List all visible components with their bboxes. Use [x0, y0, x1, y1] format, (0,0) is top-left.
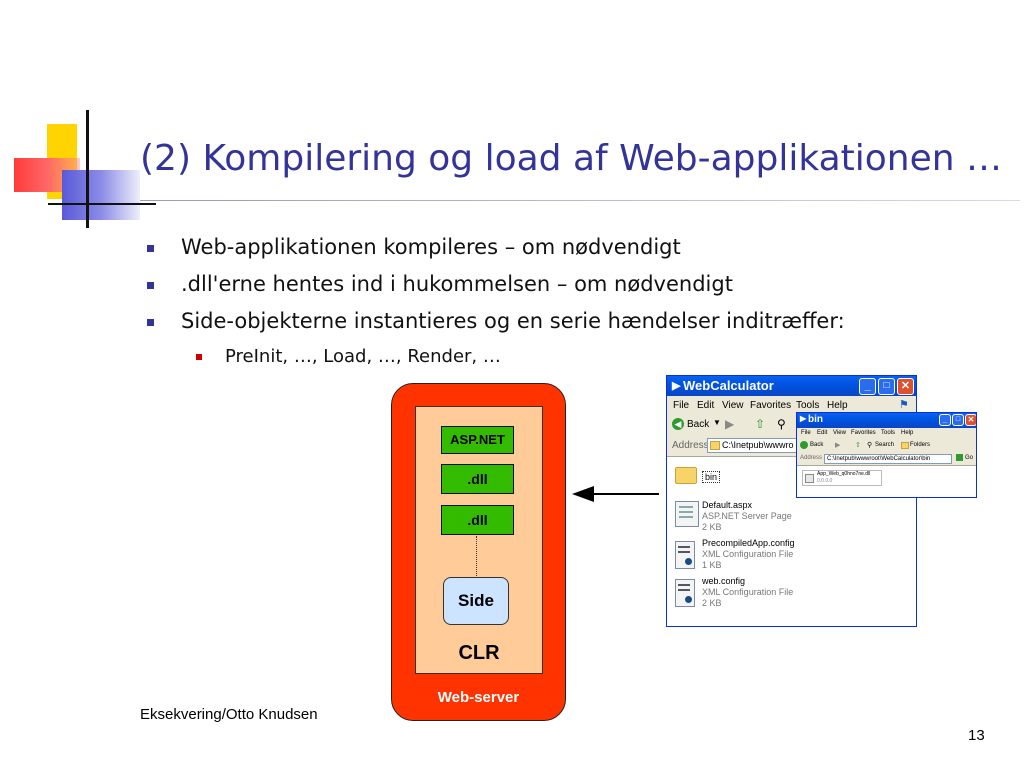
file-name: App_Web_q0hno7ne.dll — [817, 471, 871, 477]
address-label: Address — [672, 440, 709, 451]
menu-favorites[interactable]: Favorites — [750, 400, 792, 411]
menu-edit[interactable]: Edit — [697, 400, 715, 411]
up-folder-icon[interactable]: ⇧ — [755, 417, 766, 431]
side-component: Side — [443, 577, 509, 625]
folders-button[interactable]: Folders — [910, 442, 931, 448]
file-name[interactable]: Default.aspx — [702, 500, 753, 510]
page-number: 13 — [968, 727, 985, 744]
go-arrow-icon[interactable] — [956, 454, 963, 461]
footer-author: Eksekvering/Otto Knudsen — [140, 706, 318, 723]
toolbar: ◀ Back ▼ ▶ ⇧ ⚲ — [667, 417, 916, 438]
menu-tools[interactable]: Tools — [881, 430, 896, 436]
window-title: WebCalculator — [683, 378, 774, 393]
aspnet-component: ASP.NET — [441, 426, 514, 454]
dll-component: .dll — [441, 505, 514, 535]
file-name-bin[interactable]: bin — [702, 471, 721, 483]
close-button[interactable]: ✕ — [897, 378, 914, 395]
bullet-square-icon — [147, 319, 154, 326]
address-label: Address — [800, 455, 823, 461]
back-button[interactable]: Back — [810, 442, 824, 448]
search-icon[interactable]: ⚲ — [777, 417, 786, 431]
dll-file-icon — [805, 474, 814, 483]
title-decoration-blue — [62, 170, 140, 220]
address-value: C:\Inetpub\wwwroot\WebCalculator\bin — [827, 456, 931, 462]
back-button[interactable]: Back — [687, 419, 710, 430]
window-titlebar[interactable]: ▶ bin _ □ ✕ — [797, 413, 976, 428]
bullet-square-icon — [147, 282, 154, 289]
minimize-button[interactable]: _ — [939, 414, 951, 426]
forward-icon[interactable]: ▶ — [835, 442, 841, 449]
forward-icon[interactable]: ▶ — [725, 417, 735, 431]
maximize-button[interactable]: □ — [878, 378, 895, 395]
menu-file[interactable]: File — [801, 430, 811, 436]
dll-component: .dll — [441, 464, 514, 494]
menu-bar: File Edit View Favorites Tools Help — [797, 430, 976, 440]
window-title: bin — [808, 414, 823, 425]
menu-view[interactable]: View — [722, 400, 744, 411]
menu-bar: File Edit View Favorites Tools Help ⚑ — [667, 399, 916, 416]
window-titlebar[interactable]: ▶ WebCalculator _ □ ✕ — [667, 376, 916, 396]
arrow-head-icon — [572, 486, 594, 502]
clr-label: CLR — [458, 642, 500, 664]
windows-logo-icon: ⚑ — [899, 399, 909, 411]
search-icon[interactable]: ⚲ — [867, 442, 873, 449]
file-type: XML Configuration File — [702, 587, 794, 597]
address-bar: Address C:\Inetpub\wwwroot\WebCalculator… — [797, 454, 976, 465]
address-input[interactable]: C:\Inetpub\wwwroot\WebCalculator\bin — [824, 454, 952, 464]
file-type: XML Configuration File — [702, 549, 794, 559]
go-button[interactable]: Go — [965, 455, 974, 461]
title-rule — [140, 200, 1020, 201]
file-name[interactable]: web.config — [702, 576, 746, 586]
config-file-icon[interactable] — [675, 541, 695, 569]
file-list: App_Web_q0hno7ne.dll 0.0.0.0 — [797, 465, 976, 497]
menu-view[interactable]: View — [833, 430, 846, 436]
bullet-square-icon — [147, 245, 154, 252]
aspx-file-icon[interactable] — [675, 501, 699, 527]
maximize-button[interactable]: □ — [952, 414, 964, 426]
file-name[interactable]: PrecompiledApp.config — [702, 538, 795, 548]
address-value: C:\Inetpub\wwwro — [722, 440, 794, 450]
file-size: 1 KB — [702, 560, 722, 570]
folder-small-icon: ▶ — [672, 380, 681, 392]
folder-small-icon: ▶ — [800, 414, 807, 423]
file-list: bin Default.aspx ASP.NET Server Page 2 K… — [667, 456, 916, 626]
config-file-icon[interactable] — [675, 579, 695, 607]
file-size: 2 KB — [702, 598, 722, 608]
minimize-button[interactable]: _ — [859, 378, 876, 395]
web-server-label: Web-server — [437, 689, 520, 706]
dll-file-item[interactable]: App_Web_q0hno7ne.dll 0.0.0.0 — [802, 470, 882, 486]
up-folder-icon[interactable]: ⇧ — [855, 442, 861, 449]
title-decoration-horizontal-line — [48, 203, 156, 205]
dropdown-icon[interactable]: ▼ — [713, 418, 721, 427]
sub-bullet-square-icon — [196, 354, 202, 360]
toolbar: Back ▶ ⇧ ⚲ Search Folders — [797, 441, 976, 453]
search-button[interactable]: Search — [875, 442, 895, 448]
menu-tools[interactable]: Tools — [796, 400, 820, 411]
folders-icon[interactable] — [901, 442, 909, 449]
back-arrow-icon[interactable]: ◀ — [672, 418, 684, 430]
back-arrow-icon[interactable] — [800, 441, 808, 449]
explorer-window-bin[interactable]: ▶ bin _ □ ✕ File Edit View Favorites Too… — [796, 412, 977, 498]
dotted-connector — [476, 536, 477, 576]
file-type: ASP.NET Server Page — [702, 511, 792, 521]
menu-help[interactable]: Help — [827, 400, 848, 411]
close-button[interactable]: ✕ — [965, 414, 976, 426]
menu-file[interactable]: File — [673, 400, 690, 411]
title-decoration-vertical-line — [86, 110, 89, 228]
slide-title: (2) Kompilering og load af Web-applikati… — [140, 138, 1003, 179]
file-version: 0.0.0.0 — [817, 478, 833, 484]
menu-favorites[interactable]: Favorites — [851, 430, 876, 436]
folder-icon[interactable] — [675, 467, 697, 484]
file-size: 2 KB — [702, 522, 722, 532]
menu-help[interactable]: Help — [901, 430, 914, 436]
folder-small-icon — [710, 441, 720, 450]
load-arrow-line — [592, 493, 659, 495]
menu-edit[interactable]: Edit — [817, 430, 828, 436]
